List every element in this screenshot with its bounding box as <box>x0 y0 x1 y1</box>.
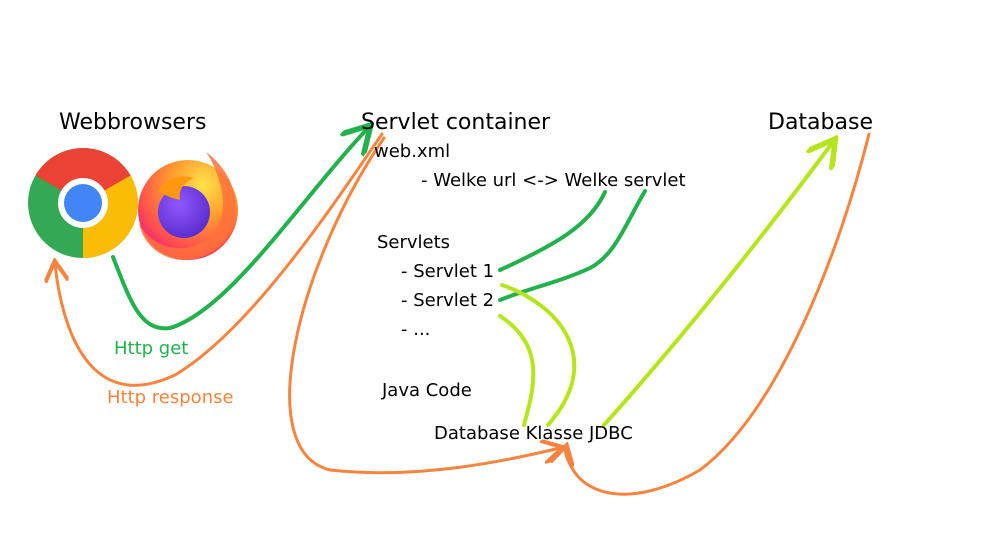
mapping-to-servlet1-link <box>498 190 607 272</box>
http-get-label: Http get <box>114 338 189 359</box>
db-return-arrow <box>566 132 871 496</box>
servlet1-to-db-class-link <box>500 283 577 427</box>
java-code-label: Java Code <box>382 380 472 401</box>
servlet2-to-db-class-link <box>498 314 536 427</box>
heading-servlet-container: Servlet container <box>361 110 551 135</box>
servlet-more-item: - ... <box>401 319 431 340</box>
heading-database: Database <box>768 110 873 135</box>
http-response-label: Http response <box>107 387 234 408</box>
heading-webbrowsers: Webbrowsers <box>59 110 207 135</box>
chrome-icon <box>28 148 138 258</box>
servlets-title: Servlets <box>377 232 451 253</box>
webxml-label: web.xml <box>374 141 451 162</box>
servlet-1-item: - Servlet 1 <box>401 261 495 282</box>
database-class-label: Database Klasse JDBC <box>434 423 633 444</box>
mapping-to-servlet2-link <box>498 189 647 302</box>
url-servlet-mapping-label: - Welke url <-> Welke servlet <box>421 170 686 191</box>
servlet-2-item: - Servlet 2 <box>401 290 495 311</box>
db-class-to-database-arrow <box>602 142 833 427</box>
http-response-arrow <box>55 132 384 387</box>
container-to-db-class-arrow <box>288 136 560 475</box>
firefox-icon <box>138 152 238 260</box>
http-get-arrow <box>111 128 368 331</box>
